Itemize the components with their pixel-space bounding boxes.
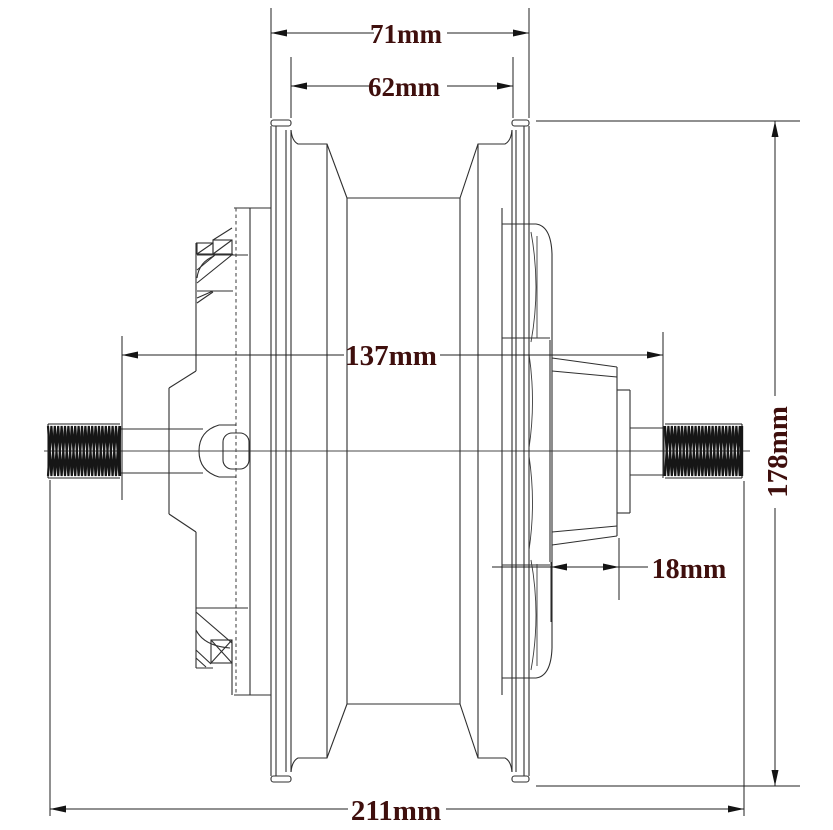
rim-outline [270, 119, 530, 783]
thread-hatch [663, 425, 744, 477]
motor-shell [234, 207, 553, 696]
dim-label-178mm: 178mm [762, 406, 794, 498]
dim-label-18mm: 18mm [652, 554, 727, 585]
freewheel-assembly [551, 357, 665, 546]
dim-label-211mm: 211mm [351, 795, 441, 827]
dim-label-71mm: 71mm [370, 19, 442, 49]
dimensions: 71mm 62mm 137mm 18mm 211mm 178mm [49, 8, 800, 827]
upper-bearing-detail [196, 227, 248, 304]
dim-label-62mm: 62mm [368, 72, 440, 102]
dim-label-137mm: 137mm [345, 340, 437, 372]
lower-bearing-detail [195, 607, 248, 695]
thread-hatch [46, 425, 122, 477]
axle-thread-right [663, 423, 744, 479]
axle-hub-detail [198, 424, 250, 478]
thread-hatch [663, 425, 744, 477]
axle-thread-left [46, 423, 122, 479]
gear-side-cover [119, 227, 250, 695]
thread-hatch [46, 425, 122, 477]
